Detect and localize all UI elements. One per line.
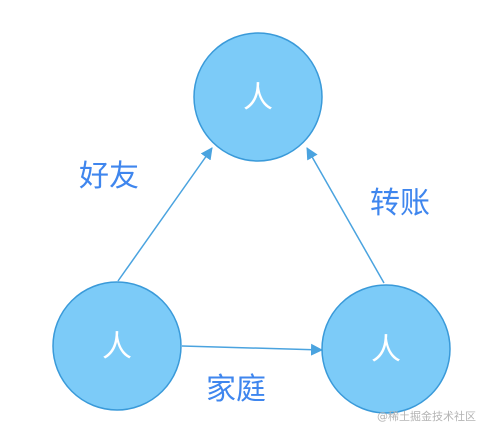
node-top-label: 人	[243, 81, 273, 116]
edge-label-friend: 好友	[79, 159, 139, 194]
edge-bottom-left-to-bottom-right	[181, 343, 323, 356]
node-top: 人	[193, 32, 323, 162]
node-bottom-left-circle	[52, 281, 182, 411]
edge-label-transfer: 转账	[370, 186, 430, 221]
node-bottom-right-label: 人	[371, 333, 401, 368]
node-bottom-right-circle	[321, 284, 451, 414]
node-bottom-right: 人	[321, 284, 451, 414]
node-bottom-left: 人	[52, 281, 182, 411]
edge-bottom-left-to-top	[117, 147, 213, 282]
edge-label-family: 家庭	[206, 372, 266, 407]
edge-bottom-right-to-top	[306, 147, 385, 284]
node-bottom-left-label: 人	[102, 330, 132, 365]
watermark: @稀土掘金技术社区	[377, 410, 476, 423]
node-top-circle	[193, 32, 323, 162]
